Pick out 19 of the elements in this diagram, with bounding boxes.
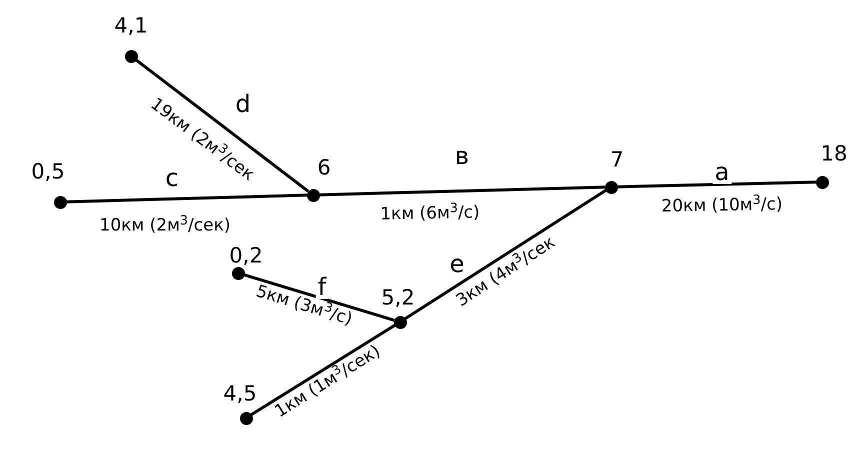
elevation-value: 0,2 — [229, 246, 263, 266]
river-segment — [616, 180, 816, 188]
river-segment — [243, 273, 395, 322]
river-segment — [404, 188, 607, 320]
elevation-value: 7 — [610, 150, 624, 170]
elevation-value: 18 — [820, 144, 848, 164]
river-segment — [66, 194, 308, 204]
elevation-value: 6 — [317, 158, 331, 178]
elevation-value: 4,5 — [223, 384, 257, 404]
segment-length-label: 10км (2м$^{3}$/сек) — [100, 218, 230, 234]
river-segment — [318, 186, 606, 196]
river-segment — [250, 324, 396, 416]
river-segment — [134, 58, 310, 193]
segment-length-label: 1км (6м$^{3}$/с) — [380, 204, 480, 224]
elevation-value: 5,2 — [381, 288, 415, 308]
edge-label: f — [316, 275, 328, 299]
elevation-value: 4,1 — [114, 16, 148, 36]
segment-length-label: 20км (10м$^{3}$/с) — [661, 196, 783, 216]
elevation-value: 0,5 — [31, 162, 65, 182]
